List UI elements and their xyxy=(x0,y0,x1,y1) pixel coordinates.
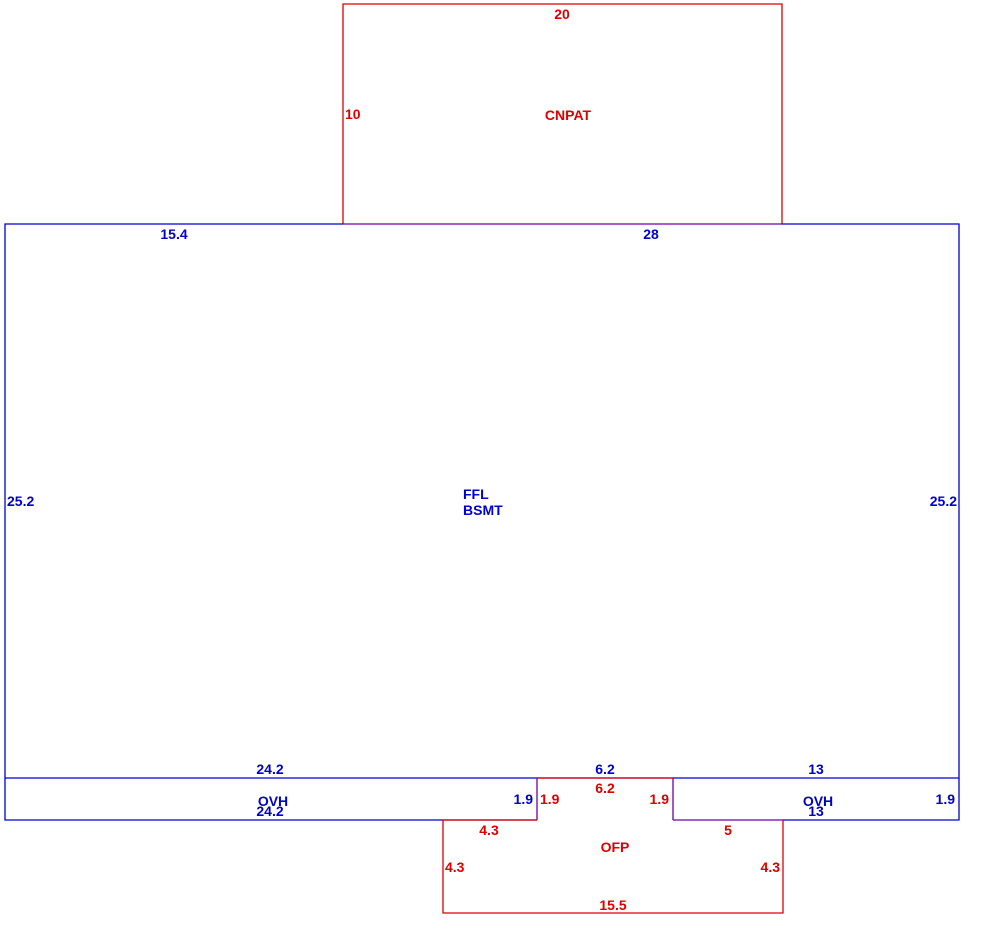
main-right-dim: 25.2 xyxy=(930,493,957,509)
ovh-right-label: OVH xyxy=(803,793,833,809)
ovh-right-bottom-dim: 13 xyxy=(808,803,824,819)
ofp-right-dim: 4.3 xyxy=(761,859,781,875)
ofp-stub-right-dim: 1.9 xyxy=(650,791,670,807)
main-top-left-dim: 15.4 xyxy=(160,226,187,242)
main-bottom-right-dim: 13 xyxy=(808,761,824,777)
ovh-left-outline xyxy=(4,778,537,821)
ofp-area xyxy=(442,777,784,914)
ofp-stub-left-dim: 1.9 xyxy=(540,791,560,807)
cnpat-outline xyxy=(342,3,783,224)
ofp-label: OFP xyxy=(601,839,630,855)
main-left-dim: 25.2 xyxy=(7,493,34,509)
cnpat-label: CNPAT xyxy=(545,107,592,123)
ofp-bottom-dim: 15.5 xyxy=(599,897,626,913)
ovh-left-label: OVH xyxy=(258,793,288,809)
main-top-right-dim: 28 xyxy=(643,226,659,242)
main-bottom-mid-dim: 6.2 xyxy=(595,761,615,777)
cnpat-left-dim: 10 xyxy=(345,106,361,122)
ovh-right-outline xyxy=(783,778,960,821)
main-label-line1: FFL xyxy=(463,486,489,502)
ovh-left-area xyxy=(4,778,538,821)
ofp-outline xyxy=(442,819,784,914)
main-outline xyxy=(4,223,960,779)
main-area xyxy=(4,223,960,779)
ofp-left-dim: 4.3 xyxy=(445,859,465,875)
ovh-left-right-dim: 1.9 xyxy=(514,791,534,807)
ofp-top-dim: 6.2 xyxy=(595,780,615,796)
ofp-top-right-dim: 5 xyxy=(724,822,732,838)
ovh-right-right-dim: 1.9 xyxy=(936,791,956,807)
ovh-left-bottom-dim: 24.2 xyxy=(256,803,283,819)
ofp-top-left-dim: 4.3 xyxy=(479,822,499,838)
main-label-line2: BSMT xyxy=(463,502,503,518)
cnpat-area xyxy=(342,3,783,225)
ovh-right-area xyxy=(672,778,960,821)
cnpat-top-dim: 20 xyxy=(554,6,570,22)
main-bottom-left-dim: 24.2 xyxy=(256,761,283,777)
